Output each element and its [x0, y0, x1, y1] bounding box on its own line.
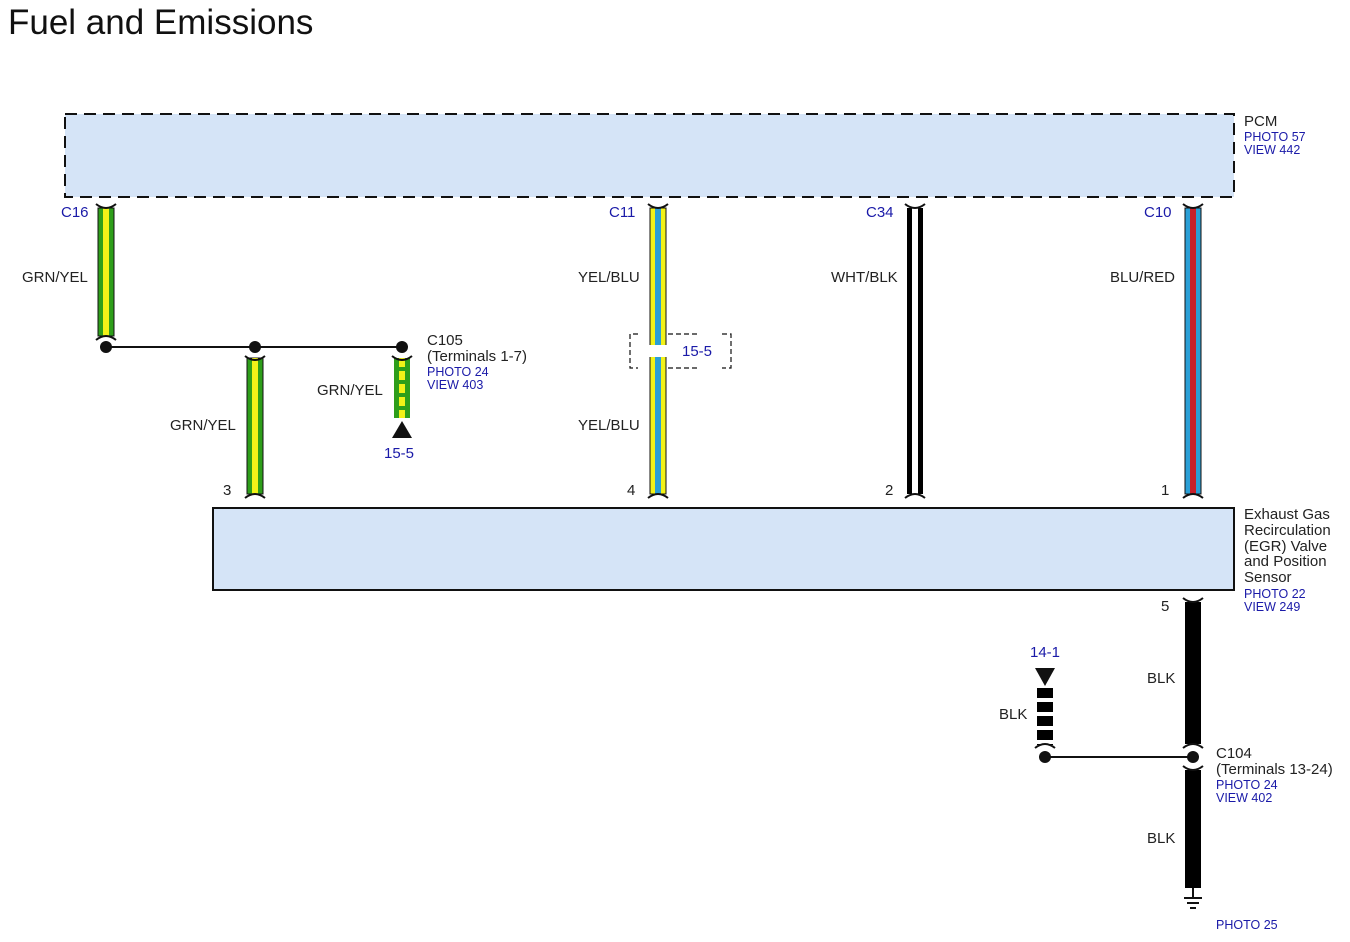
c104-connector-dot [1187, 751, 1199, 763]
pin-c34-label: C34 [866, 204, 894, 221]
c104-terminals: (Terminals 13-24) [1216, 761, 1333, 778]
pin-c11-label: C11 [609, 204, 635, 221]
terminal-4-label: 4 [627, 482, 635, 499]
pin-c10-label: C10 [1144, 204, 1172, 221]
terminal-1-label: 1 [1161, 482, 1169, 499]
pin-c16-label: C16 [61, 204, 89, 221]
c104-photo-ref[interactable]: PHOTO 24 [1216, 778, 1278, 792]
splice-dot-branch [249, 341, 261, 353]
c105-terminals: (Terminals 1-7) [427, 348, 527, 365]
egr-label-line-4: and Position [1244, 553, 1327, 570]
c104-top-mark [1182, 743, 1204, 749]
shield-ref[interactable]: 15-5 [682, 343, 712, 360]
egr-t1-pin-mark [1182, 493, 1204, 499]
wire-c11-bottom-color-label: YEL/BLU [578, 417, 640, 434]
c104-view-ref[interactable]: VIEW 402 [1216, 791, 1272, 805]
c104-bottom-mark [1182, 765, 1204, 771]
terminal-3-label: 3 [223, 482, 231, 499]
terminal-5-label: 5 [1161, 598, 1169, 615]
pcm-view-ref[interactable]: VIEW 442 [1244, 143, 1300, 157]
c104-left-mark [1034, 743, 1056, 749]
page-title: Fuel and Emissions [8, 3, 313, 42]
wire-c11-top-color-label: YEL/BLU [578, 269, 640, 286]
ground-photo-ref[interactable]: PHOTO 25 [1216, 918, 1278, 932]
wire-c10-color-label: BLU/RED [1110, 269, 1175, 286]
egr-photo-ref[interactable]: PHOTO 22 [1244, 587, 1306, 601]
wire-c16-grn-yel[interactable] [97, 207, 115, 337]
wire-ground-color-label: BLK [1147, 830, 1175, 847]
c104-splice-dot-left [1039, 751, 1051, 763]
wire-c105-color-label: GRN/YEL [317, 382, 383, 399]
c105-arrow-ref[interactable]: 15-5 [384, 445, 414, 462]
pcm-box[interactable] [64, 113, 1235, 198]
wire-t5-color-label: BLK [1147, 670, 1175, 687]
pcm-c10-pin-mark [1182, 203, 1204, 209]
egr-t5-pin-mark [1182, 597, 1204, 603]
pcm-photo-ref[interactable]: PHOTO 57 [1244, 130, 1306, 144]
ground-icon[interactable] [1184, 888, 1202, 909]
pcm-c11-pin-mark [647, 203, 669, 209]
wire-ground-blk[interactable] [1185, 770, 1201, 888]
egr-label-line-2: Recirculation [1244, 522, 1331, 539]
c105-arrow-icon[interactable] [392, 421, 412, 438]
shield-bracket[interactable] [629, 333, 732, 369]
arrow-14-1-ref[interactable]: 14-1 [1030, 644, 1060, 661]
wire-c16-color-label: GRN/YEL [22, 269, 88, 286]
egr-view-ref[interactable]: VIEW 249 [1244, 600, 1300, 614]
wire-branch-color-label: GRN/YEL [170, 417, 236, 434]
c105-connector-dot [396, 341, 408, 353]
egr-t2-pin-mark [904, 493, 926, 499]
wire-c34-wht-blk[interactable] [907, 208, 923, 494]
egr-label-line-1: Exhaust Gas [1244, 506, 1330, 523]
c16-splice-mark [95, 335, 117, 341]
pcm-label: PCM [1244, 113, 1277, 130]
c105-view-ref[interactable]: VIEW 403 [427, 378, 483, 392]
wire-c10-blu-red[interactable] [1184, 207, 1202, 495]
egr-label-line-5: Sensor [1244, 569, 1292, 586]
c105-pin-mark [391, 355, 413, 361]
egr-box[interactable] [212, 507, 1235, 591]
wire-c34-color-label: WHT/BLK [831, 269, 898, 286]
c104-name: C104 [1216, 745, 1252, 762]
wire-branch-grn-yel[interactable] [246, 357, 264, 495]
pcm-c16-pin-mark [95, 203, 117, 209]
c105-photo-ref[interactable]: PHOTO 24 [427, 365, 489, 379]
egr-t4-pin-mark [647, 493, 669, 499]
pcm-c34-pin-mark [904, 203, 926, 209]
egr-t3-pin-mark [244, 493, 266, 499]
egr-label-line-3: (EGR) Valve [1244, 538, 1327, 555]
wire-to-14-1-color-label: BLK [999, 706, 1027, 723]
c105-name: C105 [427, 332, 463, 349]
terminal-2-label: 2 [885, 482, 893, 499]
branch-top-mark [244, 355, 266, 361]
splice-dot-c16 [100, 341, 112, 353]
wire-c105-grn-yel[interactable] [394, 358, 410, 418]
arrow-14-1-icon[interactable] [1035, 668, 1055, 686]
wire-t5-blk[interactable] [1185, 602, 1201, 744]
